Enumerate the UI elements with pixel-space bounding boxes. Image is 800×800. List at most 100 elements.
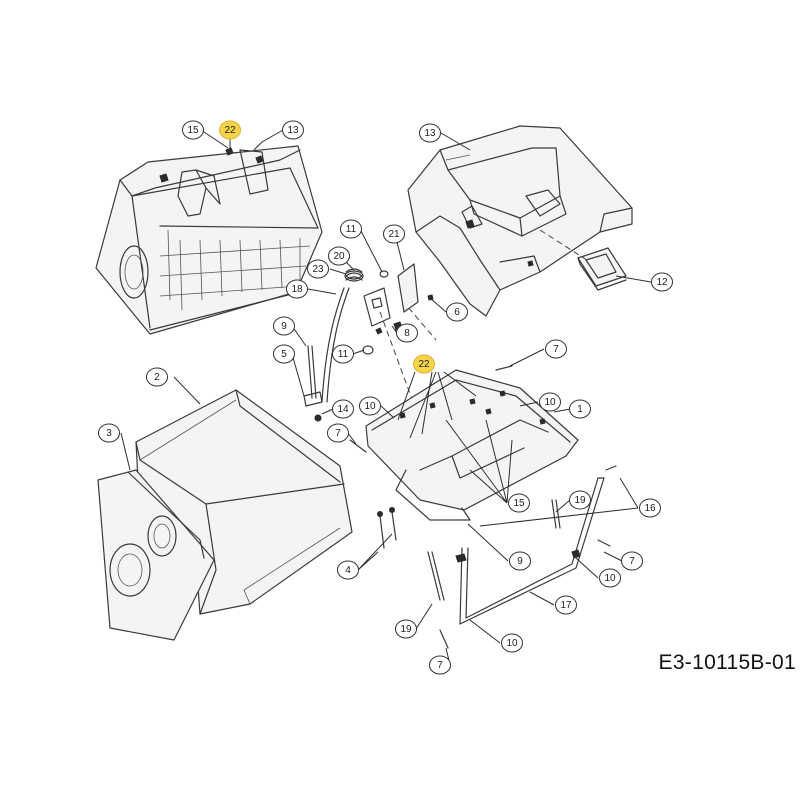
callout-label: 20 xyxy=(333,251,345,262)
callout-19: 19 xyxy=(395,619,417,639)
callout-11: 11 xyxy=(332,344,354,364)
callout-bubble xyxy=(545,339,567,359)
callout-label: 22 xyxy=(418,359,430,370)
callout-22: 22 xyxy=(413,354,435,374)
callout-bubble xyxy=(327,423,349,443)
callout-label: 14 xyxy=(337,404,349,415)
flap-spring xyxy=(344,268,364,282)
callout-label: 7 xyxy=(553,344,559,355)
callout-bubble xyxy=(508,493,530,513)
callout-label: 23 xyxy=(312,264,324,275)
callout-19: 19 xyxy=(569,490,591,510)
callout-1: 1 xyxy=(569,399,591,419)
screws-7 xyxy=(349,365,617,649)
callout-7: 7 xyxy=(327,423,349,443)
callout-bubble xyxy=(337,560,359,580)
callout-bubble xyxy=(429,655,451,675)
callout-bubble xyxy=(639,498,661,518)
callout-bubble xyxy=(219,120,241,140)
callout-label: 6 xyxy=(454,307,460,318)
callout-bubble xyxy=(273,316,295,336)
callout-label: 1 xyxy=(577,404,583,415)
callout-15: 15 xyxy=(508,493,530,513)
callout-label: 10 xyxy=(364,401,376,412)
callout-label: 17 xyxy=(560,600,572,611)
callout-bubble xyxy=(413,354,435,374)
callout-2: 2 xyxy=(146,367,168,387)
callout-7: 7 xyxy=(429,655,451,675)
callout-label: 2 xyxy=(154,372,160,383)
callout-7: 7 xyxy=(621,551,643,571)
callout-3: 3 xyxy=(98,423,120,443)
callout-bubble xyxy=(396,323,418,343)
callout-16: 16 xyxy=(639,498,661,518)
callout-10: 10 xyxy=(359,396,381,416)
callout-bubble xyxy=(419,123,441,143)
callout-label: 19 xyxy=(400,624,412,635)
callout-17: 17 xyxy=(555,595,577,615)
callout-bubble xyxy=(307,259,329,279)
callout-13: 13 xyxy=(419,123,441,143)
callout-label: 22 xyxy=(224,125,236,136)
callout-label: 10 xyxy=(544,397,556,408)
bag-side-panel xyxy=(97,469,215,641)
callout-bubble xyxy=(501,633,523,653)
callout-bubble xyxy=(395,619,417,639)
callout-label: 16 xyxy=(644,503,656,514)
callout-label: 11 xyxy=(338,349,349,360)
callout-label: 11 xyxy=(346,224,357,235)
callout-label: 5 xyxy=(281,349,287,360)
document-code: E3-10115B-01 xyxy=(658,651,796,674)
callout-7: 7 xyxy=(545,339,567,359)
callout-21: 21 xyxy=(383,224,405,244)
callout-bubble xyxy=(569,490,591,510)
callout-10: 10 xyxy=(599,568,621,588)
bolt-set-4 xyxy=(377,507,397,549)
callout-bubble xyxy=(446,302,468,322)
rod-19-right xyxy=(551,499,561,529)
callout-bubble xyxy=(182,120,204,140)
callout-bubble xyxy=(332,399,354,419)
collector-cover xyxy=(407,125,633,317)
callout-4: 4 xyxy=(337,560,359,580)
callout-label: 18 xyxy=(291,284,303,295)
callout-9: 9 xyxy=(509,551,531,571)
callout-10: 10 xyxy=(539,392,561,412)
callout-bubble xyxy=(359,396,381,416)
callout-label: 9 xyxy=(517,556,523,567)
callout-bubble xyxy=(555,595,577,615)
callout-bubble xyxy=(621,551,643,571)
callout-bubble xyxy=(599,568,621,588)
rod-19-left xyxy=(427,551,445,601)
callout-11: 11 xyxy=(340,219,362,239)
callout-label: 8 xyxy=(404,328,410,339)
callout-label: 10 xyxy=(506,638,518,649)
callout-22: 22 xyxy=(219,120,241,140)
callout-bubble xyxy=(328,246,350,266)
callout-label: 21 xyxy=(388,229,400,240)
leader-lines xyxy=(120,129,652,666)
callout-bubble xyxy=(98,423,120,443)
callout-bubble xyxy=(651,272,673,292)
callout-label: 10 xyxy=(604,573,616,584)
callout-12: 12 xyxy=(651,272,673,292)
callout-9: 9 xyxy=(273,316,295,336)
callout-5: 5 xyxy=(273,344,295,364)
u-handle xyxy=(455,477,605,625)
callout-label: 9 xyxy=(281,321,287,332)
callout-bubble xyxy=(539,392,561,412)
callout-label: 3 xyxy=(106,428,112,439)
callout-18: 18 xyxy=(286,279,308,299)
callout-bubble xyxy=(332,344,354,364)
callout-bubble xyxy=(383,224,405,244)
callout-bubble xyxy=(146,367,168,387)
callout-label: 15 xyxy=(513,498,525,509)
callout-bubble xyxy=(273,344,295,364)
callout-8: 8 xyxy=(396,323,418,343)
callout-label: 7 xyxy=(335,428,341,439)
callout-bubble xyxy=(569,399,591,419)
callout-label: 7 xyxy=(437,660,443,671)
